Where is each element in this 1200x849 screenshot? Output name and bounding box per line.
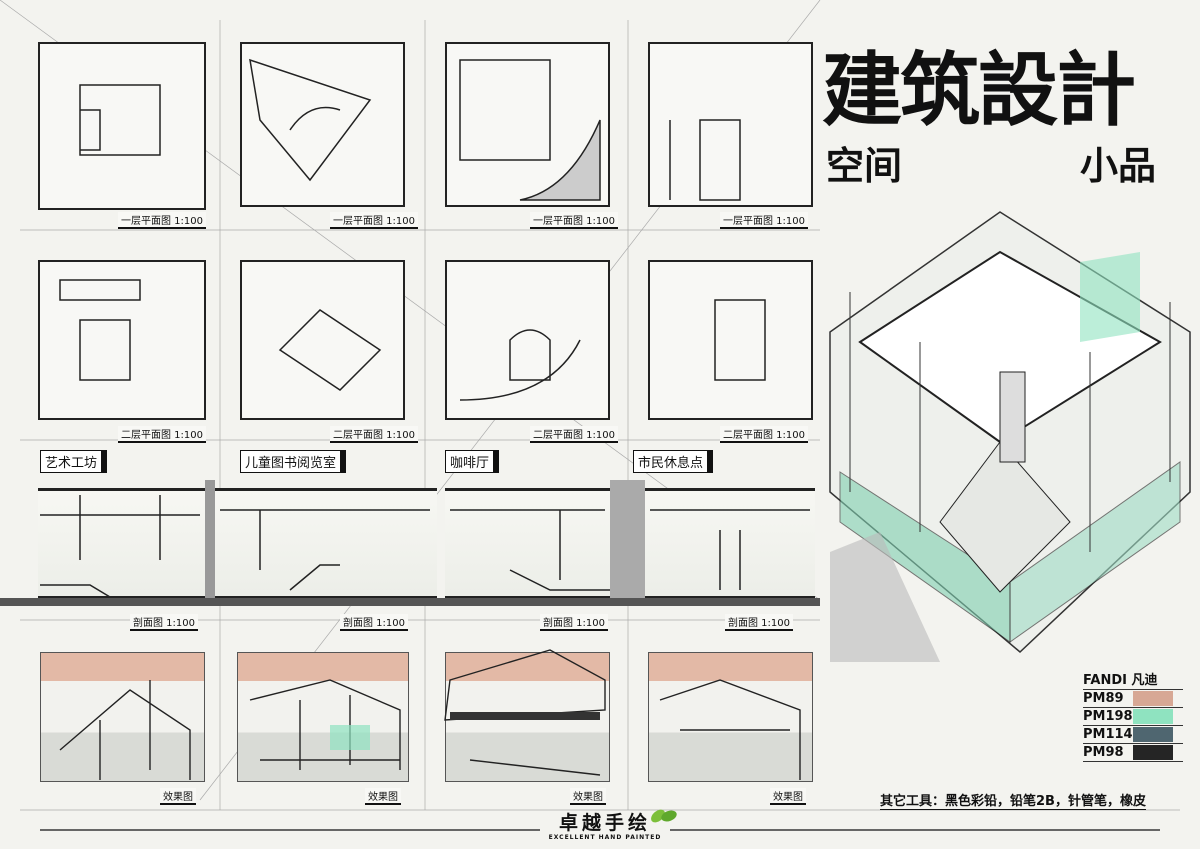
leaf-icon bbox=[651, 809, 677, 823]
section-caption: 剖面图 1:100 bbox=[340, 614, 408, 631]
plan-caption: 二层平面图 1:100 bbox=[330, 426, 418, 443]
color-swatch bbox=[1133, 745, 1173, 760]
legend-swatch-row: PM98 bbox=[1083, 744, 1183, 762]
plan-children-library-f2 bbox=[240, 260, 405, 420]
plan-rest-point-f2 bbox=[648, 260, 813, 420]
plan-caption: 一层平面图 1:100 bbox=[330, 212, 418, 229]
legend-swatch-row: PM114 bbox=[1083, 726, 1183, 744]
axonometric-drawing bbox=[829, 211, 1191, 662]
legend-swatch-row: PM198 bbox=[1083, 708, 1183, 726]
plan-caption: 二层平面图 1:100 bbox=[118, 426, 206, 443]
section-caption: 剖面图 1:100 bbox=[130, 614, 198, 631]
logo-tagline: EXCELLENT HAND PAINTED bbox=[548, 834, 662, 841]
swatch-code: PM114 bbox=[1083, 727, 1133, 742]
section-art-workshop bbox=[38, 488, 206, 600]
perspective-caption: 效果图 bbox=[770, 788, 806, 805]
swatch-code: PM98 bbox=[1083, 745, 1124, 760]
section-cafe bbox=[445, 488, 610, 600]
section-rest-point bbox=[645, 488, 815, 600]
plan-art-workshop-f2 bbox=[38, 260, 206, 420]
section-linework bbox=[0, 480, 820, 606]
room-label-cafe: 咖啡厅 bbox=[445, 450, 500, 473]
brand-logo: 卓越手绘 EXCELLENT HAND PAINTED bbox=[540, 809, 677, 841]
plan-caption: 一层平面图 1:100 bbox=[530, 212, 618, 229]
section-children-library bbox=[215, 488, 437, 600]
perspective-caption: 效果图 bbox=[570, 788, 606, 805]
section-caption: 剖面图 1:100 bbox=[725, 614, 793, 631]
legend-swatch-row: PM89 bbox=[1083, 690, 1183, 708]
plan-cafe-f2 bbox=[445, 260, 610, 420]
perspective-rest-point bbox=[648, 652, 813, 782]
swatch-code: PM89 bbox=[1083, 691, 1124, 706]
perspective-linework bbox=[59, 649, 801, 780]
room-label-rest-point: 市民休息点 bbox=[633, 450, 714, 473]
plan-caption: 二层平面图 1:100 bbox=[530, 426, 618, 443]
color-swatch bbox=[1133, 709, 1173, 724]
perspective-art-workshop bbox=[40, 652, 205, 782]
logo-name: 卓越手绘 bbox=[558, 812, 651, 834]
plan-children-library-f1 bbox=[240, 42, 405, 207]
perspective-caption: 效果图 bbox=[160, 788, 196, 805]
color-swatch bbox=[1133, 691, 1173, 706]
poster-subtitle-left: 空间 bbox=[826, 143, 903, 188]
room-label-art-workshop: 艺术工坊 bbox=[40, 450, 108, 473]
legend-tools: 其它工具：黑色彩铅，铅笔2B，针管笔，橡皮 bbox=[880, 790, 1146, 810]
plan-rest-point-f1 bbox=[648, 42, 813, 207]
room-label-children-library: 儿童图书阅览室 bbox=[240, 450, 347, 473]
plan-caption: 二层平面图 1:100 bbox=[720, 426, 808, 443]
poster-subtitle-right: 小品 bbox=[1080, 143, 1157, 188]
plan-cafe-f1 bbox=[445, 42, 610, 207]
plan-caption: 一层平面图 1:100 bbox=[118, 212, 206, 229]
plan-linework bbox=[59, 58, 766, 401]
swatch-code: PM198 bbox=[1083, 709, 1133, 724]
plan-caption: 一层平面图 1:100 bbox=[720, 212, 808, 229]
plan-art-workshop-f1 bbox=[38, 42, 206, 210]
legend-brand: FANDI 凡迪 bbox=[1083, 672, 1183, 690]
color-swatch bbox=[1133, 727, 1173, 742]
section-caption: 剖面图 1:100 bbox=[540, 614, 608, 631]
poster-title: 建筑設計 bbox=[822, 43, 1136, 137]
perspective-caption: 效果图 bbox=[365, 788, 401, 805]
